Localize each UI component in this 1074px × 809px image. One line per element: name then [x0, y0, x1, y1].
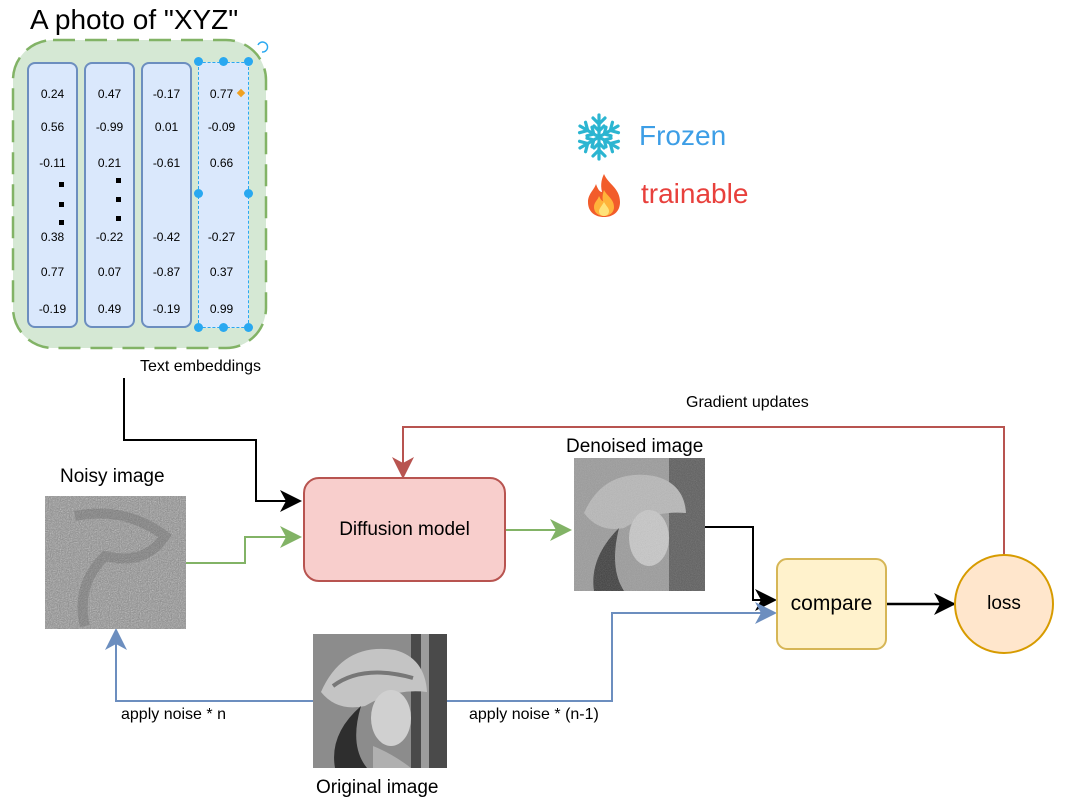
edge-embeddings-to-diffusion	[123, 378, 302, 512]
compare-label: compare	[790, 592, 873, 615]
embedding-value: 0.99	[209, 302, 234, 316]
embedding-column[interactable]	[141, 62, 192, 328]
embedding-value: 0.77	[209, 87, 234, 101]
embedding-value: -0.61	[152, 156, 181, 170]
ellipsis-dot-icon	[59, 220, 64, 225]
diffusion-model-label: Diffusion model	[339, 518, 470, 540]
legend-trainable-label: trainable	[641, 178, 749, 209]
embedding-column[interactable]	[198, 62, 249, 328]
legend-frozen-label: Frozen	[639, 120, 727, 151]
embedding-value: -0.17	[152, 87, 181, 101]
noisy-image-label: Noisy image	[60, 466, 165, 487]
original-image	[313, 634, 447, 768]
ellipsis-dot-icon	[59, 202, 64, 207]
edge-noisy-to-diffusion	[186, 526, 302, 564]
denoised-image	[574, 458, 705, 591]
embedding-value: -0.11	[39, 156, 66, 170]
diagram-title: A photo of "XYZ"	[30, 4, 239, 35]
apply-noise-n-minus-1-label: apply noise * (n-1)	[469, 706, 599, 723]
embedding-value: -0.19	[152, 302, 181, 316]
embedding-value: -0.99	[95, 120, 124, 134]
selection-handle[interactable]	[244, 189, 253, 198]
embedding-value: 0.37	[209, 265, 234, 279]
rotate-handle-icon	[257, 41, 269, 53]
selection-handle[interactable]	[194, 189, 203, 198]
original-image-label: Original image	[316, 777, 439, 798]
embedding-value: -0.09	[207, 120, 236, 134]
compare-box	[776, 558, 887, 650]
selection-handle[interactable]	[244, 323, 253, 332]
embedding-value: 0.24	[40, 87, 65, 101]
fire-icon	[584, 172, 624, 223]
embedding-value: 0.07	[97, 265, 122, 279]
ellipsis-dot-icon	[116, 178, 121, 183]
embedding-value: 0.77	[40, 265, 65, 279]
embedding-value: 0.49	[97, 302, 122, 316]
selection-handle[interactable]	[194, 323, 203, 332]
embedding-value: 0.66	[209, 156, 234, 170]
diffusion-model-box	[303, 477, 506, 582]
apply-noise-n-label: apply noise * n	[121, 706, 226, 723]
ellipsis-dot-icon	[59, 182, 64, 187]
edge-denoised-to-compare	[705, 526, 777, 611]
gradient-updates-label: Gradient updates	[686, 394, 809, 411]
loss-circle	[954, 554, 1054, 654]
embedding-value: 0.01	[154, 120, 179, 134]
edge-original-to-noisy	[105, 628, 313, 702]
denoised-image-label: Denoised image	[566, 436, 704, 457]
text-embeddings-label: Text embeddings	[140, 358, 261, 375]
embedding-column[interactable]	[84, 62, 135, 328]
noisy-image	[45, 496, 186, 629]
edge-gradient-updates	[392, 426, 1005, 555]
embedding-value: -0.22	[95, 230, 124, 244]
selection-handle[interactable]	[194, 57, 203, 66]
embedding-value: 0.21	[97, 156, 122, 170]
ellipsis-dot-icon	[116, 216, 121, 221]
selection-handle[interactable]	[219, 323, 228, 332]
selection-handle[interactable]	[244, 57, 253, 66]
ellipsis-dot-icon	[116, 197, 121, 202]
embedding-value: -0.27	[207, 230, 236, 244]
embedding-value: 0.47	[97, 87, 122, 101]
loss-label: loss	[987, 593, 1021, 614]
embedding-column[interactable]	[27, 62, 78, 328]
snowflake-icon	[574, 112, 624, 167]
edge-original-to-compare	[447, 602, 777, 702]
selection-handle[interactable]	[219, 57, 228, 66]
embedding-value: -0.42	[152, 230, 181, 244]
embedding-value: 0.38	[40, 230, 65, 244]
embedding-value: -0.19	[38, 302, 67, 316]
embedding-value: -0.87	[152, 265, 181, 279]
embedding-value: 0.56	[40, 120, 65, 134]
